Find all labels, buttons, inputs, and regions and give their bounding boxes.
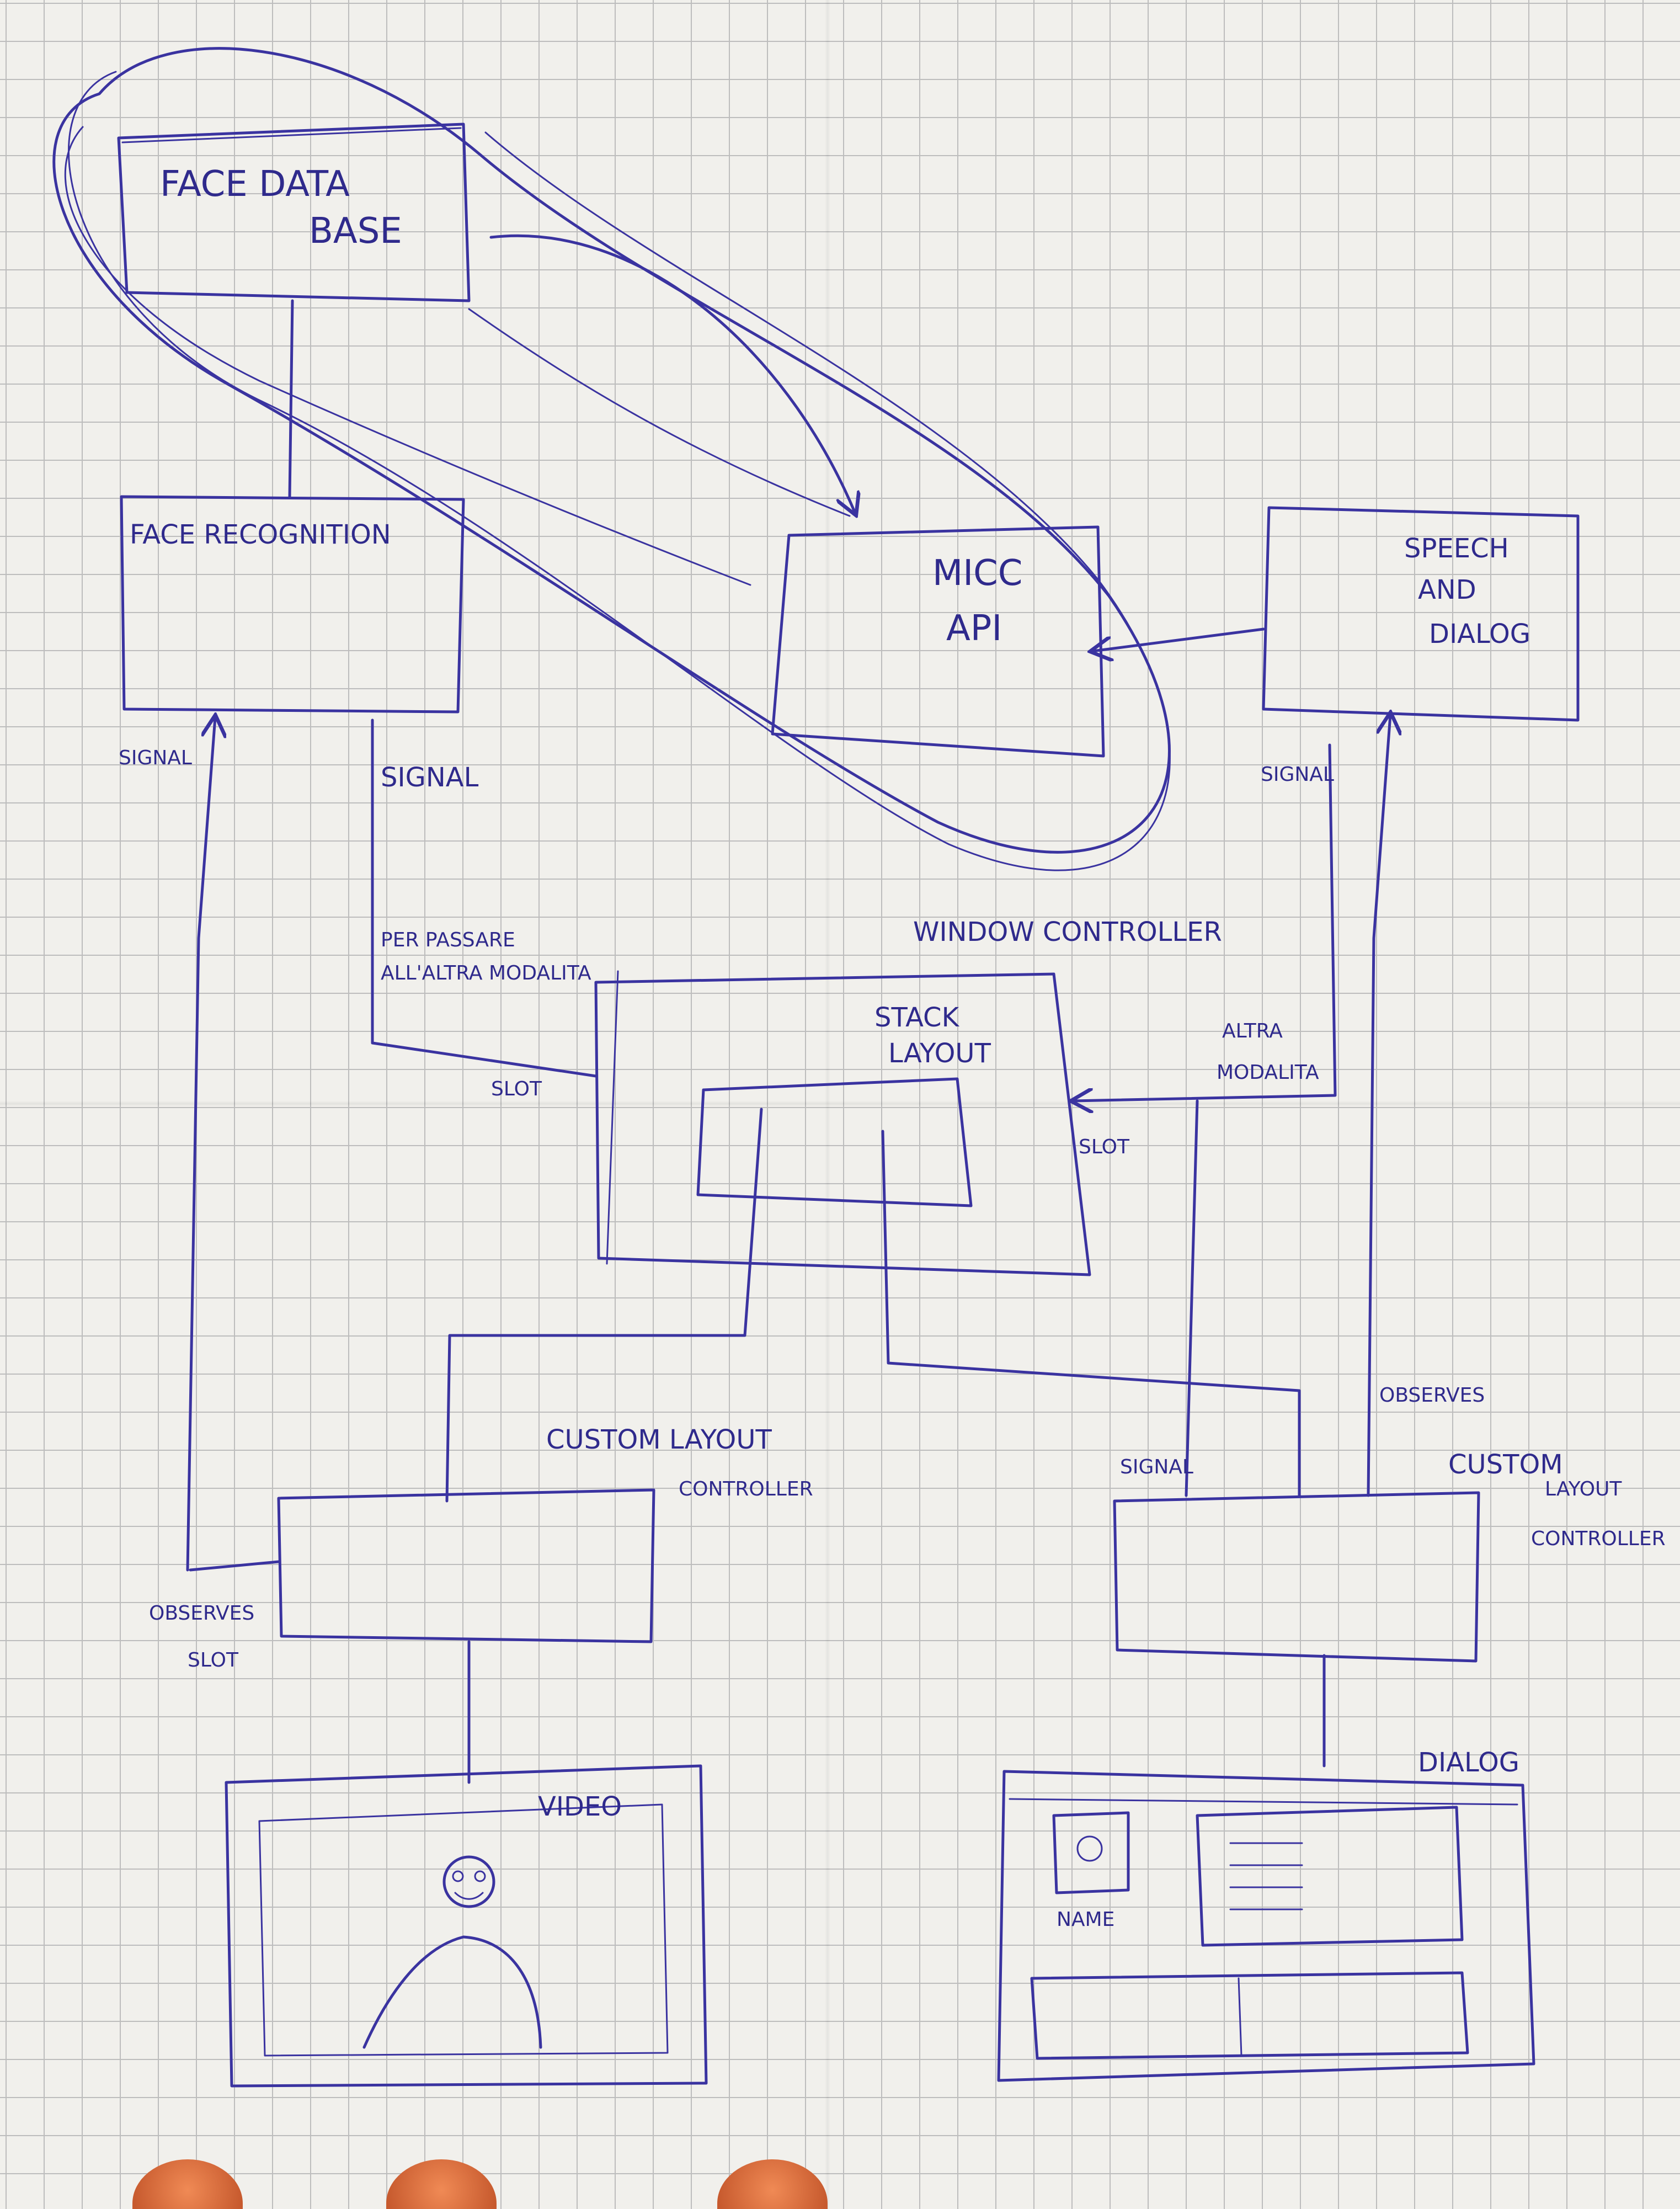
db-to-recognition-link	[290, 301, 292, 497]
stack-to-right-controller-link	[883, 1131, 1299, 1495]
signal-right-label: SIGNAL	[1120, 1456, 1193, 1478]
dialog-window: DIALOG NAME	[999, 1747, 1534, 2080]
altra-label-2: MODALITA	[1217, 1061, 1319, 1084]
custom-layout-right-label-2: LAYOUT	[1545, 1478, 1622, 1500]
speech-dialog-label-3: DIALOG	[1429, 619, 1530, 650]
observes-left-link	[190, 1562, 279, 1570]
video-window: VIDEO	[226, 1766, 706, 2086]
speech-dialog-label-1: SPEECH	[1404, 533, 1509, 564]
signal-left-arrow	[188, 717, 215, 1570]
speech-dialog-label-2: AND	[1418, 574, 1476, 605]
custom-layout-controller-right-box: CUSTOM LAYOUT CONTROLLER	[1114, 1449, 1666, 1661]
window-controller-box: WINDOW CONTROLLER STACK LAYOUT	[596, 917, 1222, 1275]
slot-right-label: SLOT	[1079, 1136, 1130, 1158]
stack-layout-label-1: STACK	[874, 1002, 960, 1033]
micc-api-label-1: MICC	[932, 553, 1022, 594]
person-body	[364, 1937, 541, 2047]
dialog-text-panel	[1197, 1807, 1462, 1945]
slot-left-label: SLOT	[491, 1078, 542, 1100]
signal-mid-label: SIGNAL	[381, 762, 479, 793]
altra-to-right-controller-link	[1186, 1101, 1197, 1495]
per-passare-label-1: PER PASSARE	[381, 929, 515, 951]
per-passare-label-2: ALL'ALTRA MODALITA	[381, 962, 591, 984]
observes-left-label: OBSERVES	[149, 1602, 254, 1625]
face-database-label-2: BASE	[309, 211, 402, 252]
signal-left-label: SIGNAL	[119, 747, 192, 769]
face-database-label-1: FACE DATA	[160, 164, 350, 205]
micc-api-label-2: API	[946, 608, 1002, 649]
stack-layout-label-2: LAYOUT	[888, 1038, 991, 1069]
custom-layout-left-label-2: CONTROLLER	[679, 1478, 813, 1500]
observes-right-label: OBSERVES	[1379, 1384, 1485, 1407]
custom-layout-controller-left-box: CUSTOM LAYOUT CONTROLLER	[279, 1424, 813, 1642]
observes-right-arrow	[1368, 715, 1390, 1495]
stack-layout-inner-box	[698, 1079, 971, 1206]
speech-to-api-arrow	[1092, 629, 1263, 651]
altra-label-1: ALTRA	[1222, 1020, 1283, 1042]
dialog-label: DIALOG	[1418, 1747, 1519, 1778]
custom-layout-right-label-1: CUSTOM	[1448, 1449, 1563, 1480]
slot-bottom-left-label: SLOT	[188, 1649, 239, 1672]
video-label: VIDEO	[538, 1791, 622, 1822]
face-database-box: FACE DATA BASE	[119, 124, 469, 301]
micc-api-box: MICC API	[772, 527, 1103, 756]
speech-dialog-box: SPEECH AND DIALOG	[1263, 508, 1578, 720]
face-recognition-box: FACE RECOGNITION	[121, 497, 463, 712]
dialog-name-label: NAME	[1057, 1908, 1114, 1931]
dialog-input-area	[1032, 1973, 1468, 2058]
custom-layout-left-label-1: CUSTOM LAYOUT	[546, 1424, 772, 1455]
custom-layout-right-label-3: CONTROLLER	[1531, 1527, 1666, 1550]
window-controller-label: WINDOW CONTROLLER	[913, 917, 1222, 948]
face-recognition-label: FACE RECOGNITION	[130, 519, 391, 550]
signal-speech-label: SIGNAL	[1261, 763, 1334, 786]
dialog-avatar-frame	[1054, 1813, 1128, 1893]
